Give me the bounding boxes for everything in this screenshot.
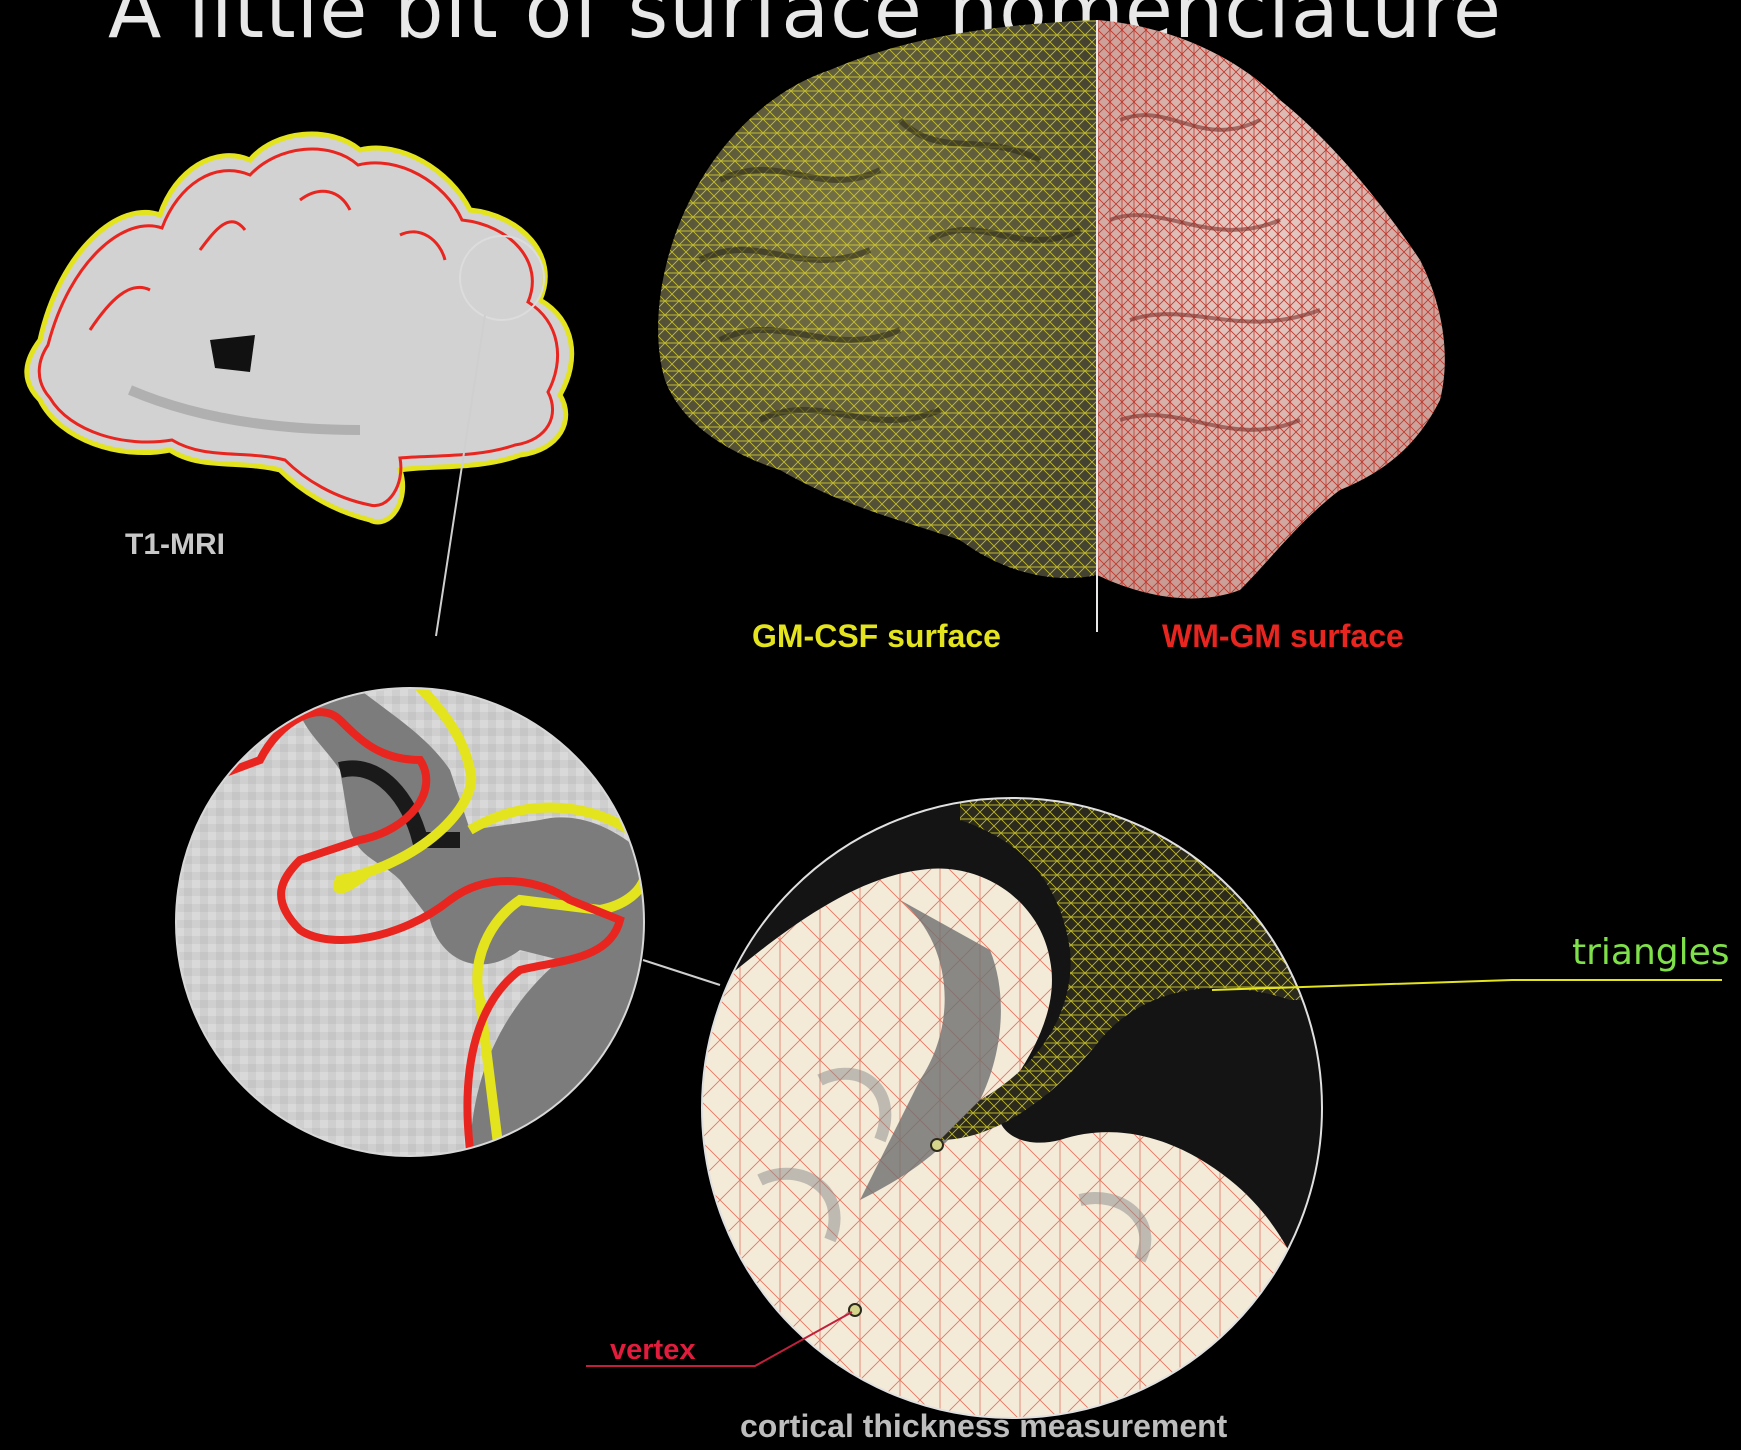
vertex-point-lower [849, 1304, 861, 1316]
caption-label: cortical thickness measurement [740, 1408, 1227, 1445]
gm-csf-surface [658, 20, 1097, 578]
triangles-label: triangles [1572, 932, 1730, 973]
vertex-label: vertex [610, 1334, 695, 1367]
zoom-connector-2 [643, 960, 720, 985]
wm-gm-surface-label: WM-GM surface [1162, 618, 1404, 655]
voxel-zoom-circle [170, 655, 650, 1160]
t1-mri-label: T1-MRI [125, 528, 225, 562]
t1-mri-slice [27, 134, 572, 522]
wm-gm-surface [1097, 20, 1445, 598]
vertex-point-upper [931, 1139, 943, 1151]
mesh-zoom-circle [700, 798, 1324, 1422]
gm-csf-surface-label: GM-CSF surface [752, 618, 1001, 655]
